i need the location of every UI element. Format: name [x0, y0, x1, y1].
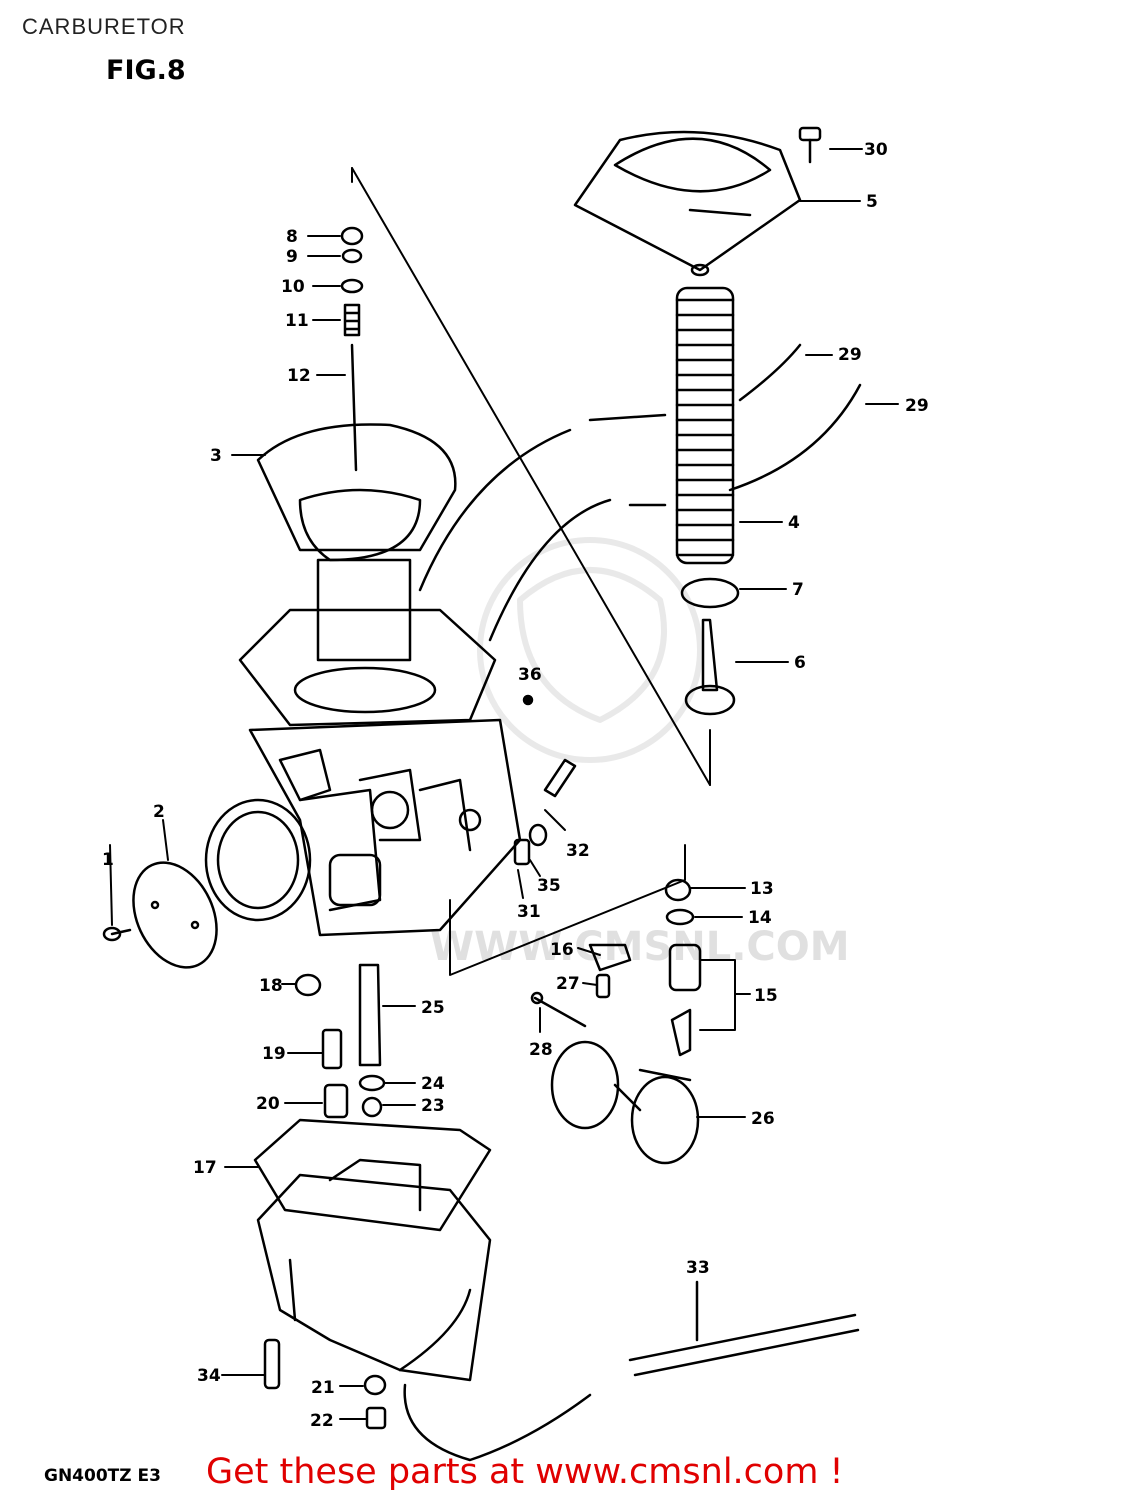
callout-26: 26: [751, 1109, 775, 1129]
watermark-logo: [477, 537, 703, 763]
callout-9: 9: [286, 247, 298, 267]
diaphragm-and-slide: [238, 423, 497, 727]
callout-33: 33: [686, 1258, 710, 1278]
callout-22: 22: [310, 1411, 334, 1431]
callout-numbers: 30 5 8 9 10 11 12 3 4 7 6 29 29 36 2 1 3…: [102, 140, 929, 1431]
top-cap: [573, 130, 802, 277]
jet-needle-6: [684, 618, 736, 716]
callout-30: 30: [864, 140, 888, 160]
float-bowl: [253, 1118, 492, 1382]
callout-5: 5: [866, 192, 878, 212]
side-cover-2: [132, 861, 218, 969]
callout-36: 36: [518, 665, 542, 685]
carburetor-body: [204, 718, 522, 937]
watermark-url: WWW.CMSNL.COM: [430, 924, 850, 970]
jet-parts: [294, 963, 386, 1119]
callout-21: 21: [311, 1378, 335, 1398]
callout-25: 25: [421, 998, 445, 1018]
callout-11: 11: [285, 311, 309, 331]
screw-30: [798, 126, 822, 164]
float-26: [550, 1040, 700, 1165]
callout-31: 31: [517, 902, 541, 922]
callout-14: 14: [748, 908, 772, 928]
model-code: GN400TZ E3: [44, 1466, 161, 1486]
vent-hoses: [418, 343, 862, 642]
promo-link[interactable]: Get these parts at www.cmsnl.com !: [206, 1452, 844, 1492]
figure-label: FIG.8: [106, 55, 186, 86]
callout-7: 7: [792, 580, 804, 600]
circlip-7: [680, 577, 740, 609]
drain-hose-33: [403, 1280, 860, 1462]
callout-18: 18: [259, 976, 283, 996]
callout-13: 13: [750, 879, 774, 899]
callout-12: 12: [287, 366, 311, 386]
callout-1: 1: [102, 850, 114, 870]
callout-27: 27: [556, 974, 580, 994]
callout-3: 3: [210, 446, 222, 466]
callout-35: 35: [537, 876, 561, 896]
pilot-screw-set: [513, 694, 577, 866]
needle-retainer-stack: [340, 226, 364, 472]
callout-8: 8: [286, 227, 298, 247]
callout-28: 28: [529, 1040, 553, 1060]
guide-lines: [351, 167, 711, 976]
slide-spring: [675, 286, 735, 565]
callout-10: 10: [281, 277, 305, 297]
callout-6: 6: [794, 653, 806, 673]
callout-2: 2: [153, 802, 165, 822]
callout-29a: 29: [838, 345, 862, 365]
callout-19: 19: [262, 1044, 286, 1064]
callout-4: 4: [788, 513, 800, 533]
leader-lines: [109, 148, 899, 1420]
callout-16: 16: [550, 940, 574, 960]
callout-32: 32: [566, 841, 590, 861]
callout-23: 23: [421, 1096, 445, 1116]
callout-24: 24: [421, 1074, 445, 1094]
callout-34: 34: [197, 1366, 221, 1386]
screw-1: [102, 926, 132, 942]
callout-15: 15: [754, 986, 778, 1006]
callout-29b: 29: [905, 396, 929, 416]
page-title: CARBURETOR: [22, 14, 186, 39]
callout-17: 17: [193, 1158, 217, 1178]
float-valve-set: [530, 878, 702, 1057]
callout-20: 20: [256, 1094, 280, 1114]
